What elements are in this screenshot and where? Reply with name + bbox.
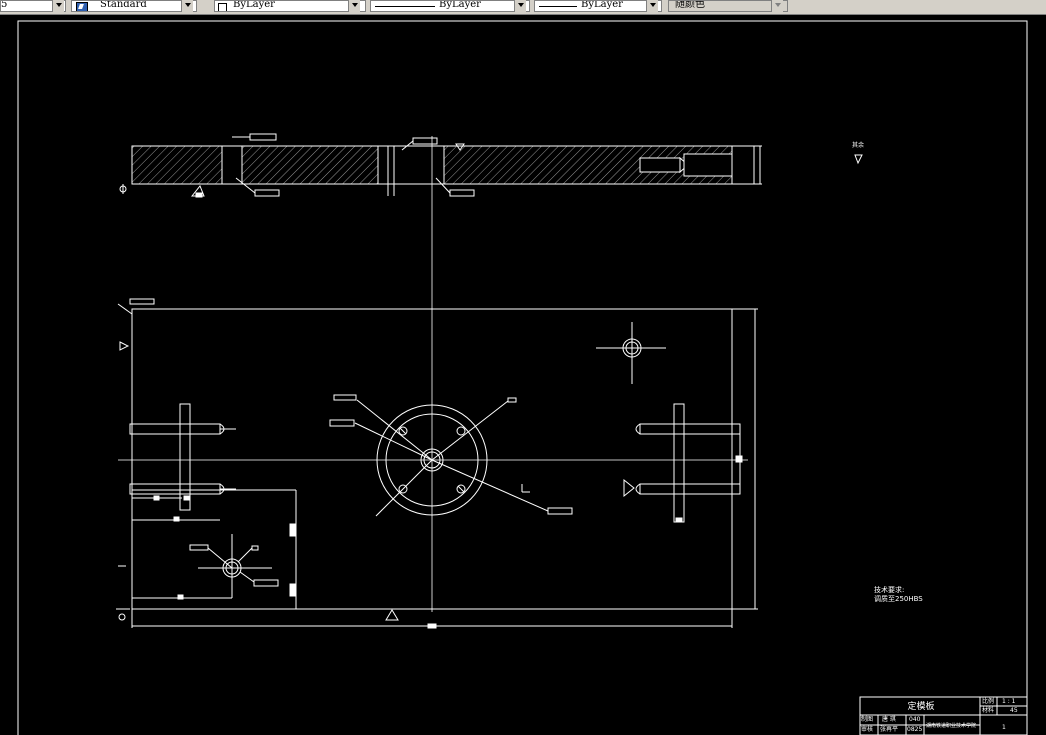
text-style-icon [76, 2, 88, 11]
properties-toolbar: 5 Standard ByLayer ByLayer ByLayer 随颜色 [0, 0, 1046, 15]
technical-requirements: 技术要求: 调质至250HBS [874, 586, 923, 604]
layer-value: ByLayer [233, 0, 275, 10]
checked-by-id: 0825 [907, 726, 923, 733]
drawing-canvas[interactable] [0, 14, 1046, 735]
sheet-number: 1 [1002, 724, 1006, 731]
text-style-dropdown-arrow[interactable] [181, 0, 193, 12]
tech-requirements-heading: 技术要求: [874, 586, 905, 594]
drawing-border [17, 20, 1028, 735]
drawn-by-name: 唐 琪 [882, 716, 896, 723]
plot-style-dropdown-arrow[interactable] [771, 0, 783, 12]
linetype-preview [375, 6, 435, 7]
surface-roughness-note: 其余 [852, 142, 865, 149]
tech-requirements-line: 调质至250HBS [874, 595, 923, 603]
material-label: 材料 [982, 707, 995, 714]
layer-combo[interactable]: ByLayer [214, 0, 366, 12]
school-name: 湖南铁道职业技术学院 [926, 723, 977, 729]
linetype-dropdown-arrow[interactable] [514, 0, 526, 12]
layer-color-swatch [218, 3, 227, 11]
plot-style-combo[interactable]: 随颜色 [668, 0, 788, 12]
text-style-value: Standard [100, 0, 147, 10]
drawn-by-label: 制图 [861, 716, 874, 723]
linetype-value: ByLayer [439, 0, 481, 10]
lineweight-preview [539, 6, 577, 7]
lineweight-dropdown-arrow[interactable] [646, 0, 658, 12]
drawing-title: 定模板 [907, 702, 935, 712]
surface-roughness-symbol [854, 154, 863, 165]
material-value: 45 [1010, 707, 1018, 714]
scale-value: 1 : 1 [1002, 698, 1016, 705]
dimension-style-dropdown-arrow[interactable] [52, 0, 64, 12]
text-style-combo[interactable]: Standard [71, 0, 197, 12]
checked-by-name: 张再平 [880, 726, 899, 733]
checked-by-label: 审核 [861, 726, 874, 733]
scale-label: 比例 [982, 698, 995, 705]
title-block [859, 696, 1028, 735]
plot-style-value: 随颜色 [675, 0, 705, 10]
dimension-style-value: 5 [1, 0, 8, 10]
layer-dropdown-arrow[interactable] [348, 0, 360, 12]
dimension-style-combo[interactable]: 5 [0, 0, 66, 12]
lineweight-combo[interactable]: ByLayer [534, 0, 662, 12]
linetype-combo[interactable]: ByLayer [370, 0, 530, 12]
plan-view [116, 298, 758, 629]
section-view [119, 133, 762, 612]
lineweight-value: ByLayer [581, 0, 623, 10]
drawn-by-id: 040 [909, 716, 921, 723]
